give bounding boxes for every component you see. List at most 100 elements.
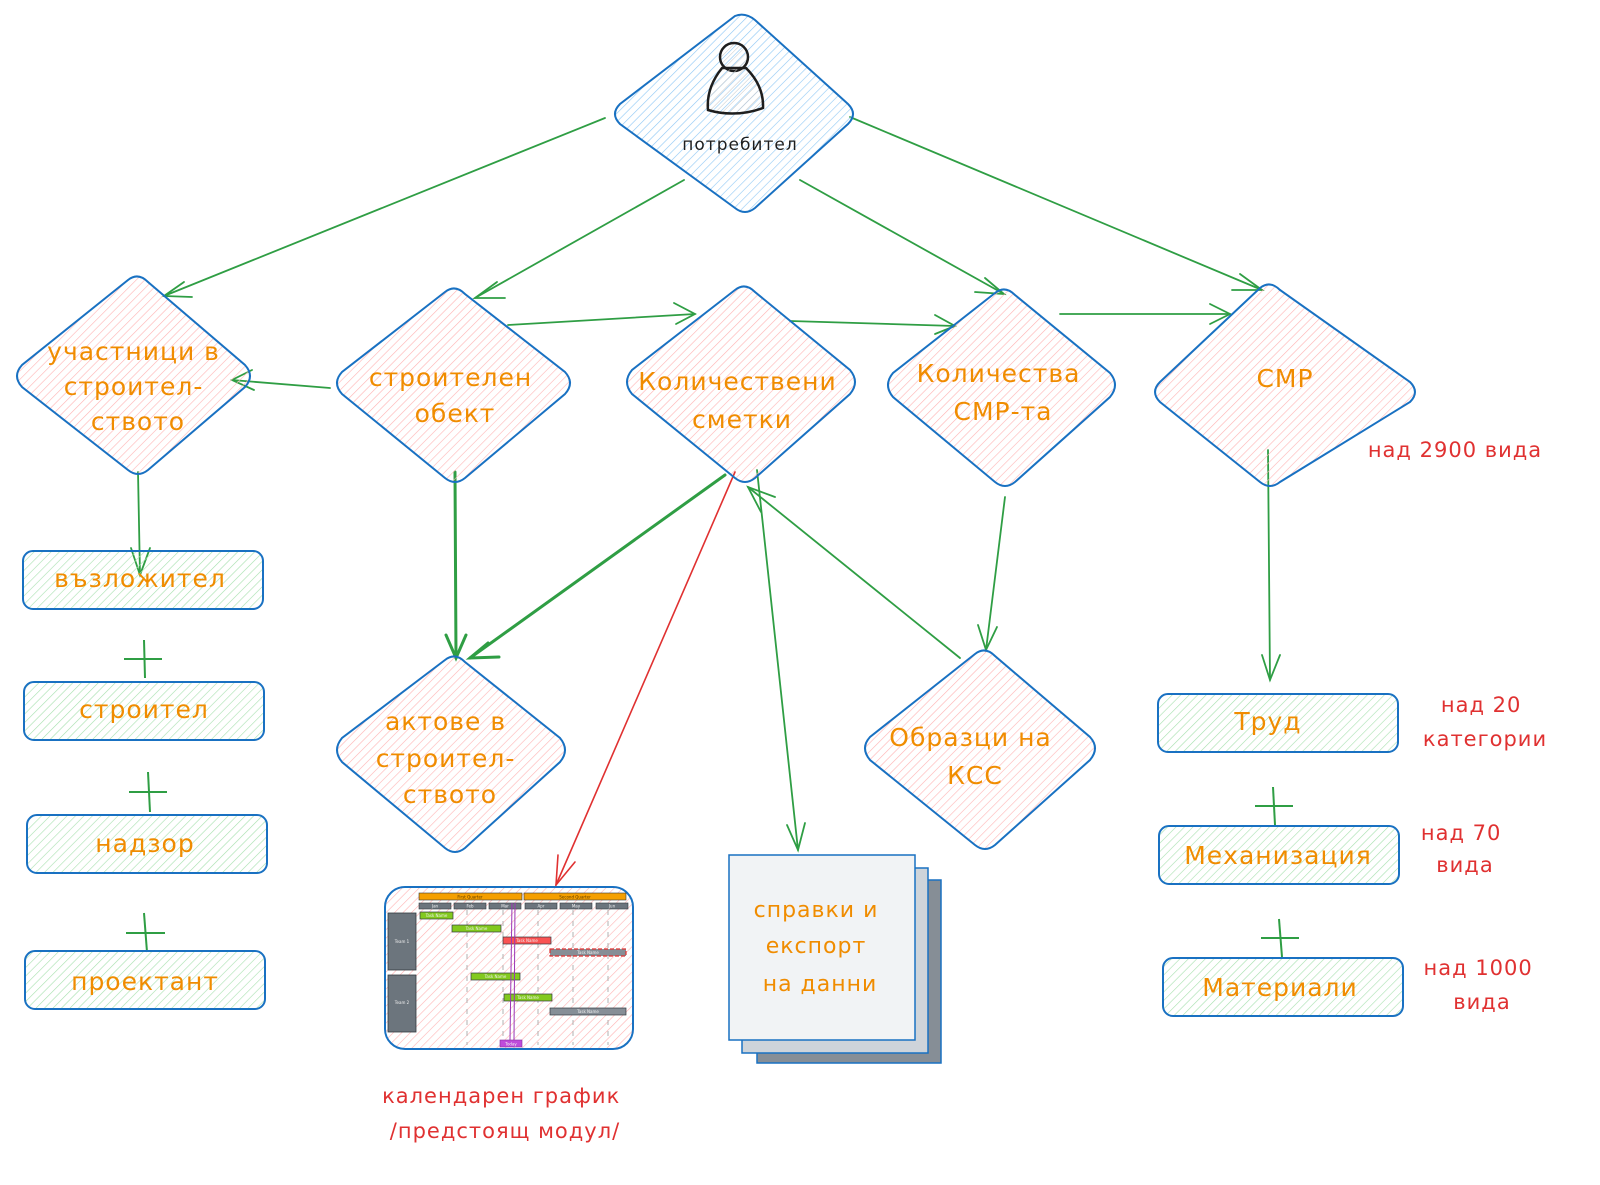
quantities-line-1: Количества bbox=[917, 359, 1081, 388]
gantt-quarter-1 bbox=[418, 892, 523, 901]
participants-line-2: строител- bbox=[64, 372, 204, 401]
note-machinery-line-2: вида bbox=[1436, 853, 1493, 877]
reports-line-1: справки и bbox=[754, 898, 879, 923]
note-machinery-line-1: над 70 bbox=[1421, 821, 1502, 845]
gantt-task-label: Task Name bbox=[576, 950, 599, 955]
schedule-caption-line-2: /предстоящ модул/ bbox=[390, 1119, 620, 1143]
gantt-quarter-2-label: Second Quarter bbox=[559, 895, 591, 900]
gantt-month-label: Feb bbox=[466, 904, 474, 909]
edge-root-to-participants bbox=[161, 117, 606, 298]
gantt-team-2 bbox=[387, 974, 417, 1033]
gantt-team-1 bbox=[387, 912, 417, 971]
diamond-construction-acts[interactable]: актове в строител- ството bbox=[336, 655, 566, 853]
materials-label: Материали bbox=[1202, 973, 1358, 1002]
svg-text:справки и експорт: справки и експорт на данни bbox=[754, 898, 887, 997]
gantt-quarter-2 bbox=[523, 892, 627, 901]
diamond-quantity-estimates[interactable]: Количествени сметки bbox=[626, 285, 856, 483]
gantt-task-label: Task Name bbox=[515, 938, 538, 943]
plus-sign-1 bbox=[124, 639, 162, 679]
gantt-month-cell bbox=[418, 902, 452, 910]
quantities-line-2: СМР-та bbox=[953, 397, 1052, 426]
svg-text:Количества СМР-та: Количества СМР-та bbox=[917, 359, 1090, 426]
supervision-label: надзор bbox=[95, 829, 194, 858]
diamond-kss-templates[interactable]: Образци на КСС bbox=[864, 649, 1096, 850]
gantt-month-label: May bbox=[572, 904, 581, 909]
gantt-task-label: Task Name bbox=[484, 974, 507, 979]
edge-templates-to-estimates bbox=[746, 485, 961, 659]
gantt-today-marker: Today bbox=[499, 902, 523, 1048]
participant-box-supervision[interactable]: надзор bbox=[26, 814, 268, 874]
edge-estimates-to-acts bbox=[465, 473, 727, 660]
svg-text:Количествени сметки: Количествени сметки bbox=[638, 367, 845, 434]
assignor-label: възложител bbox=[54, 564, 226, 593]
plus-sign-4 bbox=[1255, 786, 1293, 826]
gantt-today-label: Today bbox=[504, 1042, 517, 1047]
smr-label: СМР bbox=[1256, 364, 1313, 393]
resource-box-labor[interactable]: Труд bbox=[1157, 693, 1399, 753]
site-line-1: строителен bbox=[369, 363, 532, 392]
diamond-smr[interactable]: СМР bbox=[1154, 283, 1416, 487]
gantt-month-cell bbox=[524, 902, 558, 910]
acts-line-3: ството bbox=[403, 780, 497, 809]
builder-label: строител bbox=[79, 695, 209, 724]
gantt-quarter-1-label: First Quarter bbox=[457, 895, 482, 900]
note-machinery-count: над 70 вида bbox=[1421, 821, 1509, 877]
gantt-grid-lines bbox=[466, 910, 609, 1045]
edge-quantities-to-smr bbox=[1059, 303, 1233, 325]
templates-line-1: Образци на bbox=[889, 723, 1051, 752]
resource-box-materials[interactable]: Материали bbox=[1162, 957, 1404, 1017]
acts-line-1: актове в bbox=[385, 707, 506, 736]
gantt-month-label: Apr bbox=[538, 904, 545, 909]
gantt-month-row: Jan Feb Mar Apr May Jun bbox=[418, 902, 629, 910]
diamond-quantities-smr[interactable]: Количества СМР-та bbox=[887, 288, 1116, 487]
templates-line-2: КСС bbox=[947, 761, 1003, 790]
note-smr-count: над 2900 вида bbox=[1368, 438, 1542, 462]
gantt-task-bar bbox=[549, 1007, 627, 1016]
gantt-task-label: Task Name bbox=[425, 913, 448, 918]
gantt-month-cell bbox=[595, 902, 629, 910]
edge-quantities-to-templates bbox=[977, 496, 1006, 653]
gantt-month-label: Jun bbox=[608, 904, 616, 909]
schedule-caption-line-1: календарен график bbox=[382, 1084, 620, 1108]
participants-line-3: ството bbox=[91, 407, 185, 436]
participant-box-designer[interactable]: проектант bbox=[24, 950, 266, 1010]
resource-box-machinery[interactable]: Механизация bbox=[1158, 825, 1400, 885]
doc-front-sheet bbox=[728, 854, 916, 1041]
participant-box-assignor[interactable]: възложител bbox=[22, 550, 264, 610]
gantt-task-label: Task Name bbox=[576, 1009, 599, 1014]
gantt-task-bar bbox=[451, 924, 502, 933]
edge-smr-to-labor bbox=[1261, 449, 1281, 683]
plus-sign-3 bbox=[126, 912, 165, 953]
gantt-month-cell bbox=[559, 902, 593, 910]
gantt-task-label: Task Name bbox=[465, 926, 488, 931]
svg-text:участници в строител-: участници в строител- ството bbox=[47, 337, 229, 436]
diamond-construction-site[interactable]: строителен обект bbox=[336, 287, 571, 483]
root-node-user[interactable]: потребител bbox=[614, 13, 854, 213]
svg-text:актове в строител-: актове в строител- ството bbox=[376, 707, 525, 809]
diamond-participants[interactable]: участници в строител- ството bbox=[16, 275, 251, 475]
gantt-schedule-preview[interactable]: First Quarter Second Quarter Jan Feb Mar Ap… bbox=[384, 886, 634, 1050]
gantt-month-label: Mar bbox=[501, 904, 509, 909]
gantt-task-bar bbox=[549, 948, 627, 957]
note-schedule-caption: календарен график /предстоящ модул/ bbox=[382, 1084, 628, 1143]
note-labor-line-1: над 20 bbox=[1441, 693, 1522, 717]
edge-root-to-site bbox=[472, 179, 685, 299]
labor-label: Труд bbox=[1233, 707, 1301, 736]
gantt-team-1-label: Team 1 bbox=[394, 939, 410, 944]
edge-root-to-smr bbox=[849, 116, 1265, 291]
designer-label: проектант bbox=[71, 967, 219, 996]
gantt-task-bar bbox=[419, 911, 454, 920]
plus-sign-5 bbox=[1261, 918, 1299, 958]
reports-document-stack[interactable]: справки и експорт на данни bbox=[728, 854, 942, 1064]
note-materials-count: над 1000 вида bbox=[1424, 956, 1541, 1014]
edge-root-to-quantities bbox=[799, 179, 1007, 296]
svg-text:Образци на КСС: Образци на КСС bbox=[889, 723, 1060, 790]
gantt-month-cell bbox=[453, 902, 487, 910]
gantt-team-2-label: Team 2 bbox=[394, 1000, 410, 1005]
svg-text:строителен обект: строителен обект bbox=[369, 363, 541, 428]
plus-sign-2 bbox=[129, 771, 167, 813]
gantt-month-label: Jan bbox=[431, 904, 439, 909]
edge-site-to-estimates bbox=[507, 302, 697, 326]
participant-box-builder[interactable]: строител bbox=[23, 681, 265, 741]
